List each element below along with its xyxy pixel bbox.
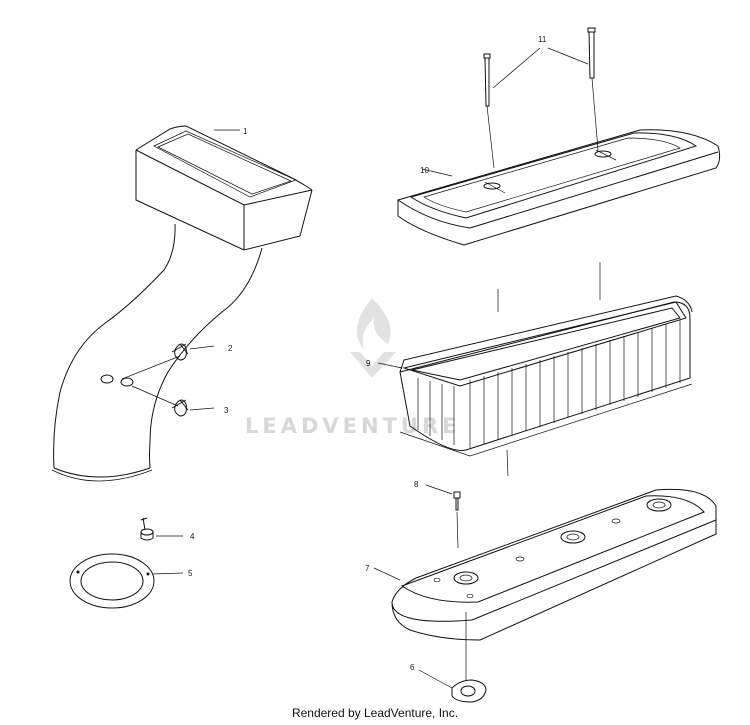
callout-3: 3 — [224, 406, 229, 415]
callout-8: 8 — [414, 480, 419, 489]
callout-2: 2 — [228, 344, 233, 353]
callout-5: 5 — [188, 569, 193, 578]
part-6-gasket — [418, 669, 487, 703]
part-9-air-filter — [377, 262, 693, 477]
leadventure-watermark: LEADVENTURE — [245, 298, 460, 438]
part-10-airbox-lid — [397, 129, 721, 246]
part-2-clip — [121, 343, 215, 380]
filter-pleats — [417, 320, 681, 448]
part-5-ring-gasket — [69, 553, 184, 609]
render-credit: Rendered by LeadVenture, Inc. — [291, 706, 459, 720]
part-1-intake-duct — [51, 125, 313, 482]
callout-6: 6 — [410, 663, 415, 672]
part-11-bolts — [483, 27, 599, 169]
callout-9: 9 — [366, 359, 371, 368]
callout-1: 1 — [243, 127, 248, 136]
callout-11: 11 — [538, 35, 547, 44]
callout-4: 4 — [190, 532, 195, 541]
callout-10: 10 — [420, 166, 429, 175]
watermark-text: LEADVENTURE — [245, 414, 460, 438]
part-4-grommet — [140, 517, 183, 541]
callout-7: 7 — [365, 564, 370, 573]
part-7-airbox-base — [373, 488, 717, 680]
hole-left — [100, 374, 114, 384]
part-3-clip — [131, 385, 215, 417]
part-8-screw — [425, 484, 461, 549]
hole-right — [120, 377, 134, 387]
